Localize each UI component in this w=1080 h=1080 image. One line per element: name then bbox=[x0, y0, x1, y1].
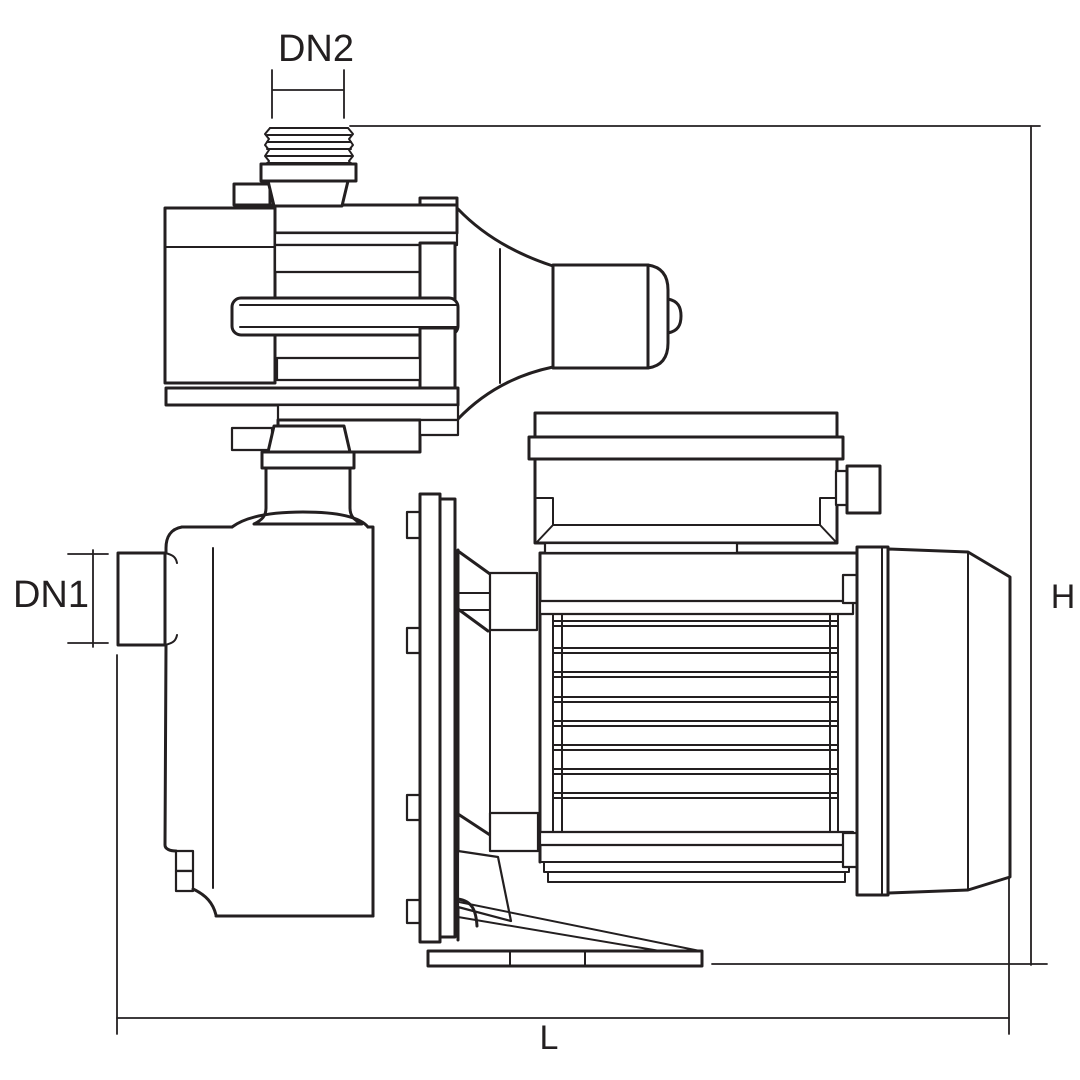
capacitor-box bbox=[845, 464, 882, 515]
label-l: L bbox=[540, 1019, 559, 1057]
support-struts bbox=[457, 901, 701, 952]
controller-top-left-tab bbox=[232, 182, 272, 207]
controller-mid-bar bbox=[230, 296, 460, 337]
gland-cylinder bbox=[551, 263, 650, 370]
tie-rod-bottom bbox=[538, 830, 855, 847]
controller-left-body bbox=[163, 206, 277, 385]
controller-fin-3 bbox=[275, 356, 422, 382]
pressure-controller bbox=[163, 182, 460, 526]
bracket-top-arm bbox=[488, 571, 539, 632]
cooling-fins bbox=[552, 620, 839, 799]
dimension-inlet-DN1 bbox=[67, 549, 109, 648]
dn1-dimension-lines bbox=[67, 549, 109, 648]
label-dn2: DN2 bbox=[278, 28, 354, 70]
pump-bottom-edge bbox=[191, 887, 375, 918]
base-plate-segments bbox=[509, 950, 586, 967]
gland-cone-bottom bbox=[456, 365, 555, 421]
union-nut-flange bbox=[260, 450, 356, 470]
tie-rod-top bbox=[538, 599, 855, 616]
inlet-port-fillets bbox=[164, 552, 178, 646]
terminal-box-collar bbox=[527, 435, 845, 461]
bearing-bracket bbox=[855, 545, 890, 897]
label-h: H bbox=[1051, 578, 1076, 616]
pump-top-dome bbox=[230, 510, 370, 529]
bracket-foot-radius bbox=[456, 897, 479, 928]
outlet-thread-port bbox=[259, 127, 358, 208]
controller-bottom-right-tab bbox=[418, 418, 460, 437]
pump-left-edge bbox=[163, 525, 184, 853]
pump-flange-assembly bbox=[405, 492, 704, 968]
flange-plate-back bbox=[438, 497, 457, 939]
controller-fin-4 bbox=[276, 403, 460, 422]
controller-fin-2 bbox=[273, 243, 422, 274]
controller-bottom-flange bbox=[164, 386, 460, 407]
dimension-outlet-DN2 bbox=[271, 69, 345, 119]
fin-end-ribs bbox=[552, 613, 839, 833]
dimension-length-L bbox=[116, 654, 1010, 1035]
terminal-box-lid bbox=[533, 411, 839, 439]
base-plate bbox=[426, 949, 704, 968]
flange-bolt-2 bbox=[405, 626, 422, 655]
bracket-bottom-arm bbox=[488, 811, 540, 853]
flange-plate-front bbox=[418, 492, 442, 944]
label-dn1: DN1 bbox=[13, 574, 89, 616]
flange-bolt-4 bbox=[405, 898, 422, 925]
thread-crests bbox=[266, 127, 352, 164]
capacitor-neck bbox=[834, 469, 849, 507]
controller-right-block-upper bbox=[418, 241, 457, 305]
thread-neck bbox=[266, 179, 350, 208]
gland-cone-top bbox=[456, 207, 555, 268]
tie-rod-nut-bottom bbox=[841, 831, 859, 869]
controller-right-block-lower bbox=[418, 326, 457, 390]
thread-profile-edges bbox=[264, 127, 354, 167]
dn2-dimension-lines bbox=[271, 69, 345, 119]
union-adapter bbox=[266, 424, 352, 454]
fan-cover bbox=[886, 547, 1012, 895]
gland-end-cap bbox=[646, 263, 670, 370]
terminal-box-body bbox=[533, 457, 839, 545]
pump-foot-step-upper bbox=[174, 849, 195, 873]
motor-assembly bbox=[527, 411, 1012, 897]
tie-rod-nut-top bbox=[841, 573, 859, 605]
pump-top-and-right-edge bbox=[180, 525, 375, 918]
pressure-controller-cable-gland bbox=[456, 207, 683, 421]
gland-nipple bbox=[666, 297, 683, 335]
flange-bolt-1 bbox=[405, 510, 422, 540]
terminal-box-bevel-lines bbox=[536, 497, 837, 543]
drawing-root: DN2 DN1 H L bbox=[13, 28, 1075, 1057]
pump-housing bbox=[116, 510, 375, 918]
bracket-bottom-web bbox=[456, 812, 492, 837]
bracket-top-webs bbox=[456, 549, 492, 633]
flange-bolt-3 bbox=[405, 793, 422, 822]
inlet-port bbox=[116, 551, 167, 647]
pump-foot-step-lower bbox=[174, 869, 195, 893]
thread-collar bbox=[259, 162, 358, 183]
dimension-height-H bbox=[349, 125, 1048, 966]
controller-bottom-left-tab bbox=[230, 426, 274, 452]
terminal-box-base-plate bbox=[543, 541, 739, 555]
